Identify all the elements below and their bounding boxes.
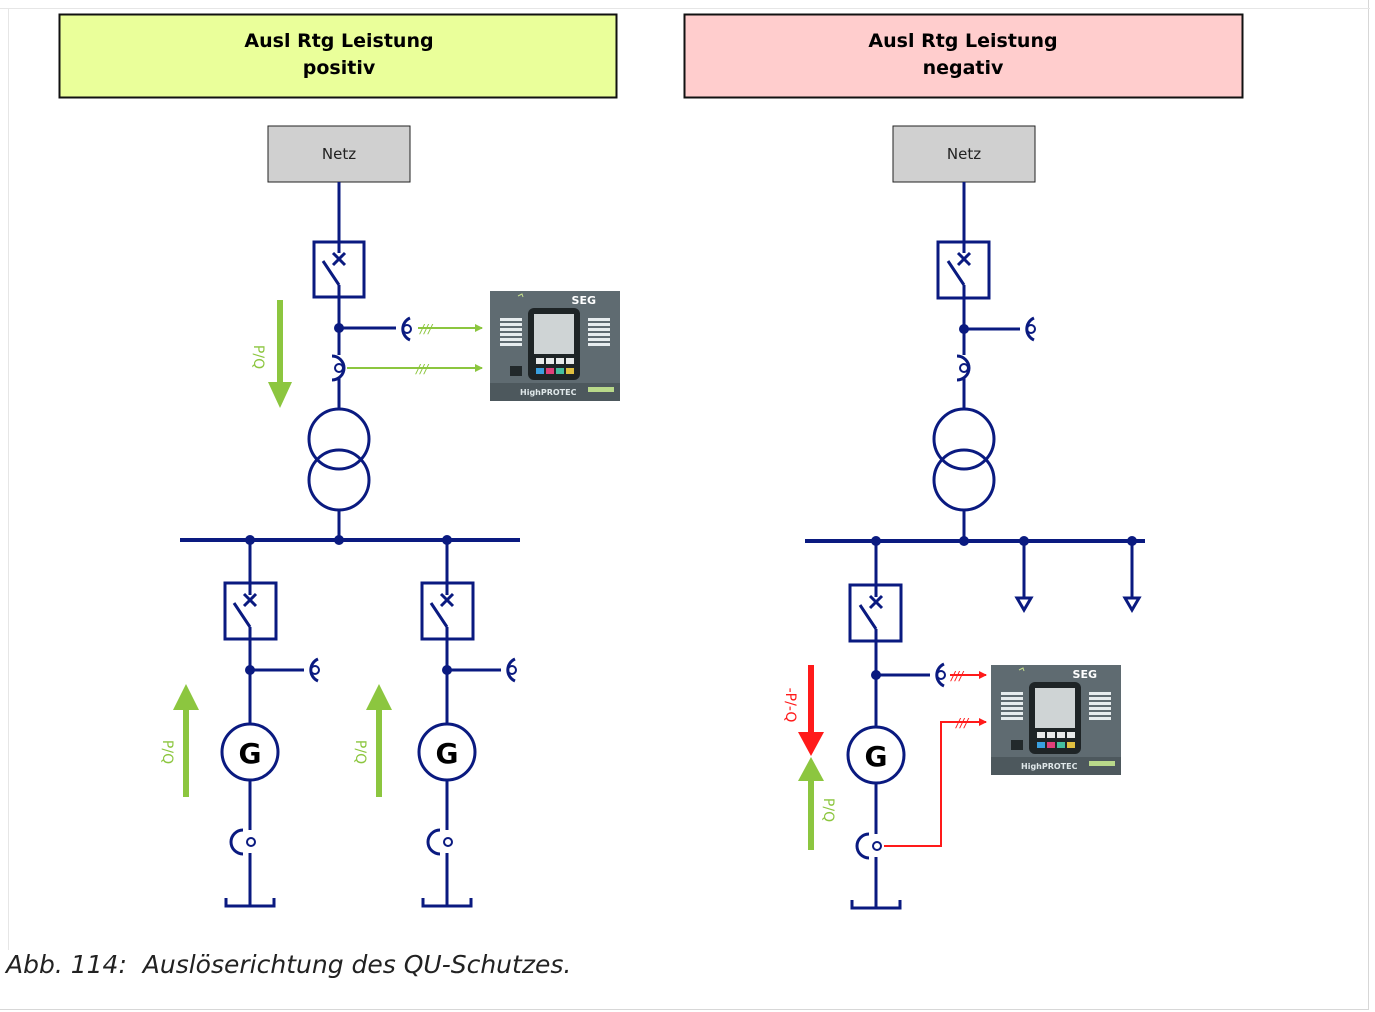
svg-text:P/Q: P/Q — [352, 740, 368, 764]
header-title-positive-line1: Ausl Rtg Leistung — [244, 30, 433, 52]
flow-arrow-left-top: P/Q — [250, 300, 292, 408]
generator-right: G — [865, 740, 888, 773]
svg-text:P/Q: P/Q — [820, 798, 836, 822]
header-box-positive — [58, 13, 618, 99]
relay-brand-right: SEG — [1073, 668, 1097, 681]
header-title-negative-line2: negativ — [923, 57, 1004, 79]
netz-label-right: Netz — [947, 145, 981, 163]
svg-text:P/Q: P/Q — [250, 345, 266, 369]
relay-device-left — [489, 290, 621, 402]
panel-positive: Ausl Rtg Leistung positiv Netz — [58, 13, 621, 908]
panel-negative: Ausl Rtg Leistung negativ Netz — [683, 13, 1244, 910]
svg-text:///: /// — [955, 716, 970, 730]
svg-text:-P/-Q: -P/-Q — [782, 688, 798, 723]
page-frame-left — [8, 8, 9, 950]
single-line-left — [180, 182, 520, 908]
netz-box-right — [892, 125, 1036, 183]
generator-left-1: G — [239, 737, 262, 770]
relay-model-left: HighPROTEC — [520, 388, 577, 397]
measurement-lines-right — [884, 671, 987, 847]
relay-device-right — [990, 664, 1122, 776]
measurement-lines-left — [347, 324, 483, 372]
figure-caption: Abb. 114: Auslöserichtung des QU-Schutze… — [6, 950, 572, 979]
relay-model-right: HighPROTEC — [1021, 762, 1078, 771]
flow-arrow-right-positive: P/Q — [798, 757, 836, 850]
junction-dots-right — [871, 324, 1137, 680]
trip-direction-diagram: Ausl Rtg Leistung positiv Netz — [58, 13, 1244, 910]
svg-text:G: G — [239, 737, 262, 770]
header-box-negative — [683, 13, 1244, 99]
generator-left-2: G — [436, 737, 459, 770]
svg-text:///: /// — [415, 362, 430, 376]
svg-text:///: /// — [419, 322, 434, 336]
header-title-negative-line1: Ausl Rtg Leistung — [868, 30, 1057, 52]
svg-text:P/Q: P/Q — [159, 740, 175, 764]
relay-brand-left: SEG — [572, 294, 596, 307]
svg-text:G: G — [865, 740, 888, 773]
single-line-right — [805, 182, 1145, 910]
page-frame-top — [0, 8, 1370, 9]
header-title-positive-line2: positiv — [303, 57, 376, 79]
junction-dots-left — [245, 323, 452, 675]
flow-arrow-left-gen2: P/Q — [352, 684, 392, 797]
flow-arrow-left-gen1: P/Q — [159, 684, 199, 797]
svg-text:///: /// — [950, 669, 965, 683]
netz-label-left: Netz — [322, 145, 356, 163]
svg-text:G: G — [436, 737, 459, 770]
flow-arrow-right-negative: -P/-Q — [782, 665, 824, 756]
